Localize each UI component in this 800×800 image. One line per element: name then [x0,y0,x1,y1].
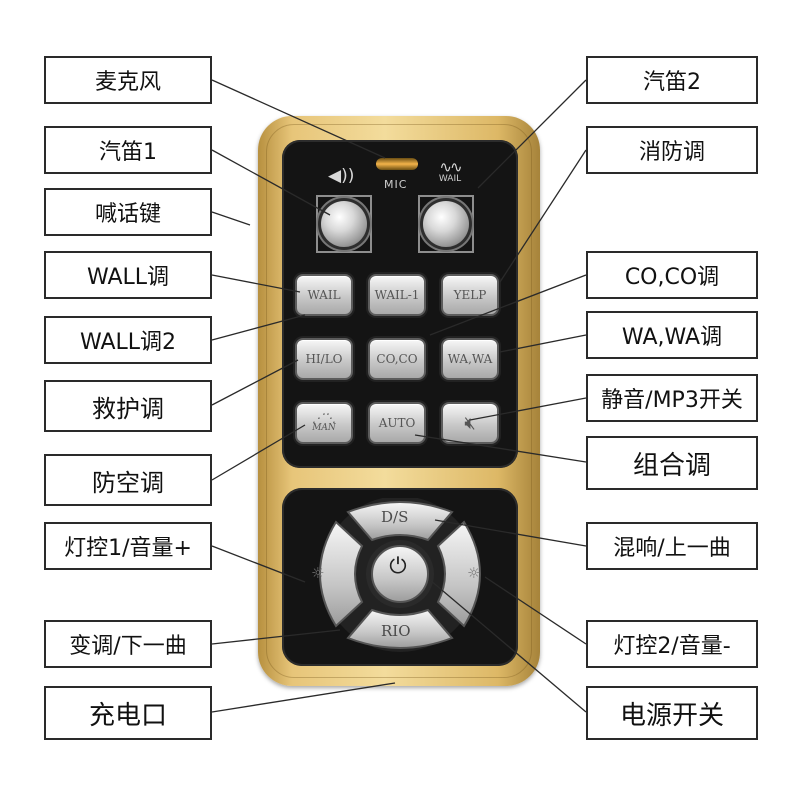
man-label: MAN [312,423,336,433]
label-wall-tone: WALL调 [44,251,212,299]
label-wall-tone2: WALL调2 [44,316,212,364]
dpad-up-button[interactable] [346,501,454,542]
label-mic: 麦克风 [44,56,212,104]
mute-button[interactable]: 🔇︎ [441,402,499,444]
co-co-button[interactable]: CO,CO [368,338,426,380]
talk-knob[interactable] [321,201,367,247]
label-fire-tone: 消防调 [586,126,758,174]
label-light1-vol-up: 灯控1/音量+ [44,522,212,570]
muted-speaker-icon: 🔇︎ [464,412,476,434]
auto-button[interactable]: AUTO [368,402,426,444]
label-echo-prev: 混响/上一曲 [586,522,758,570]
mic-label: MIC [384,178,408,191]
hi-lo-button[interactable]: HI/LO [295,338,353,380]
direction-pad [319,498,481,652]
label-light2-vol-down: 灯控2/音量- [586,620,758,668]
sun-icon-right: ☼ [467,564,481,582]
label-air-raid-tone: 防空调 [44,454,212,506]
label-wa-tone: WA,WA调 [586,311,758,359]
label-tone-next: 变调/下一曲 [44,620,212,668]
dpad-left-button[interactable] [319,520,364,628]
knob-frame-left [316,195,372,253]
dpad-down-button[interactable] [346,608,454,649]
wail-1-button[interactable]: WAIL-1 [368,274,426,316]
siren-knob[interactable] [423,201,469,247]
microphone-grille [376,158,418,170]
ramp-icon: ⋰⋱ [312,411,336,425]
wail-button[interactable]: WAIL [295,274,353,316]
dpad-down-label: RIO [381,622,411,640]
label-combo-tone: 组合调 [586,436,758,490]
label-power-switch: 电源开关 [586,686,758,740]
man-button[interactable]: ⋰⋱ MAN [295,402,353,444]
wa-wa-button[interactable]: WA,WA [441,338,499,380]
power-button[interactable] [371,545,429,603]
label-siren2: 汽笛2 [586,56,758,104]
label-talk-key: 喊话键 [44,188,212,236]
label-charge-port: 充电口 [44,686,212,740]
sun-icon-left: ☼ [311,564,325,582]
yelp-button[interactable]: YELP [441,274,499,316]
label-co-tone: CO,CO调 [586,251,758,299]
knob-frame-right [418,195,474,253]
speaker-horn-icon: ◀)) [328,166,355,186]
label-siren1: 汽笛1 [44,126,212,174]
dpad-right-button[interactable] [436,520,481,628]
wail-label: WAIL [438,174,462,184]
label-ambulance-tone: 救护调 [44,380,212,432]
power-icon: ⏻ [389,553,407,579]
dpad-up-label: D/S [381,508,409,526]
label-mute-mp3: 静音/MP3开关 [586,374,758,422]
wail-wave-icon: ∿∿ WAIL [432,160,468,185]
